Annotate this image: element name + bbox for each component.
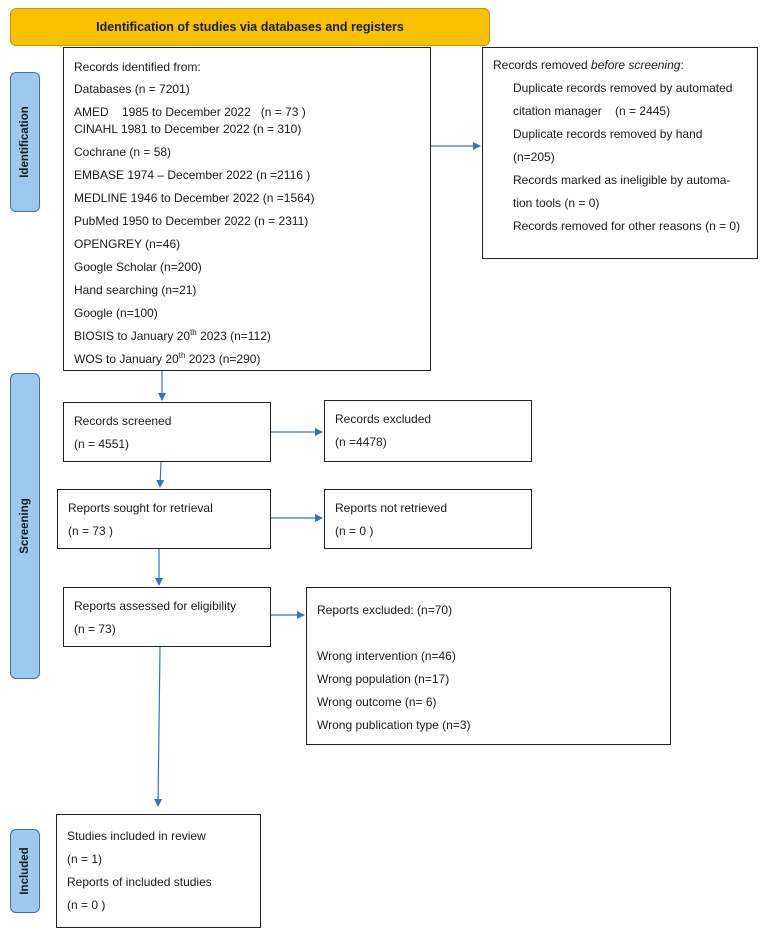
biosis-superscript: th (190, 328, 197, 337)
source-line: Hand searching (n=21) (74, 283, 197, 297)
reports-sought-box: Reports sought for retrieval (n = 73 ) (57, 489, 271, 549)
exclusion-reason: Wrong publication type (n=3) (317, 718, 471, 732)
source-line: Cochrane (n = 58) (74, 145, 172, 159)
exclusion-reason: Wrong intervention (n=46) (317, 649, 456, 663)
records-excluded-label: Records excluded (335, 412, 432, 426)
arrow-assessed-to-included (154, 646, 163, 807)
reports-not-retrieved-label: Reports not retrieved (335, 501, 448, 515)
records-removed-heading-emphasis: before screening (591, 58, 681, 72)
records-removed-heading: Records removed before screening: (493, 58, 684, 72)
reports-sought-count: (n = 73 ) (68, 524, 114, 538)
records-excluded-box: Records excluded (n =4478) (324, 400, 532, 462)
removal-line: tion tools (n = 0) (513, 196, 600, 210)
records-screened-count: (n = 4551) (74, 437, 130, 451)
source-line: PubMed 1950 to December 2022 (n = 2311) (74, 214, 309, 228)
records-removed-heading-colon: : (680, 58, 684, 72)
reports-excluded-heading: Reports excluded: (n=70) (317, 603, 453, 617)
phase-included-tab: Included (10, 829, 40, 913)
source-line-biosis: BIOSIS to January 20th 2023 (n=112) (74, 328, 271, 344)
studies-included-label: Studies included in review (67, 829, 206, 843)
source-line: OPENGREY (n=46) (74, 237, 181, 251)
included-reports-count: (n = 0 ) (67, 898, 106, 912)
records-identified-heading: Records identified from: (74, 60, 201, 74)
source-line: AMED 1985 to December 2022 (n = 73 ) (74, 105, 306, 119)
studies-included-count: (n = 1) (67, 852, 103, 866)
removal-line: Duplicate records removed by automated (513, 81, 733, 95)
phase-screening-tab: Screening (10, 373, 40, 679)
records-removed-heading-text: Records removed (493, 58, 592, 72)
source-line: CINAHL 1981 to December 2022 (n = 310) (74, 122, 302, 136)
exclusion-reason: Wrong outcome (n= 6) (317, 695, 437, 709)
records-identified-box: Records identified from: Databases (n = … (63, 47, 431, 371)
reports-excluded-box: Reports excluded: (n=70) Wrong intervent… (306, 587, 671, 745)
reports-not-retrieved-count: (n = 0 ) (335, 524, 374, 538)
source-line: EMBASE 1974 – December 2022 (n =2116 ) (74, 168, 311, 182)
removal-line: (n=205) (513, 150, 555, 164)
source-line: MEDLINE 1946 to December 2022 (n =1564) (74, 191, 315, 205)
reports-not-retrieved-box: Reports not retrieved (n = 0 ) (324, 489, 532, 549)
wos-text: WOS to January 20 (74, 352, 179, 366)
source-line: Google Scholar (n=200) (74, 260, 202, 274)
reports-assessed-label: Reports assessed for eligibility (74, 599, 237, 613)
removal-line: Records marked as ineligible by automa- (513, 173, 731, 187)
removal-line: Duplicate records removed by hand (513, 127, 703, 141)
arrow-screened-to-sought (156, 461, 165, 488)
exclusion-reason: Wrong population (n=17) (317, 672, 450, 686)
removal-line: citation manager (n = 2445) (513, 104, 671, 118)
removal-line: Records removed for other reasons (n = 0… (513, 219, 741, 233)
records-screened-label: Records screened (74, 414, 172, 428)
phase-identification-tab: Identification (10, 72, 40, 212)
records-excluded-count: (n =4478) (335, 435, 387, 449)
source-line-wos: WOS to January 20th 2023 (n=290) (74, 351, 261, 367)
diagram-title: Identification of studies via databases … (10, 8, 490, 46)
reports-assessed-box: Reports assessed for eligibility (n = 73… (63, 587, 271, 647)
included-reports-label: Reports of included studies (67, 875, 212, 889)
reports-assessed-count: (n = 73) (74, 622, 116, 636)
records-removed-box: Records removed before screening: Duplic… (482, 47, 758, 259)
biosis-text: BIOSIS to January 20 (74, 329, 191, 343)
studies-included-box: Studies included in review (n = 1) Repor… (56, 814, 261, 928)
wos-superscript: th (178, 351, 186, 360)
wos-count: 2023 (n=290) (185, 352, 261, 366)
records-screened-box: Records screened (n = 4551) (63, 402, 271, 462)
source-line: Google (n=100) (74, 306, 158, 320)
biosis-count: 2023 (n=112) (196, 329, 271, 343)
reports-sought-label: Reports sought for retrieval (68, 501, 213, 515)
source-line: Databases (n = 7201) (74, 82, 190, 96)
